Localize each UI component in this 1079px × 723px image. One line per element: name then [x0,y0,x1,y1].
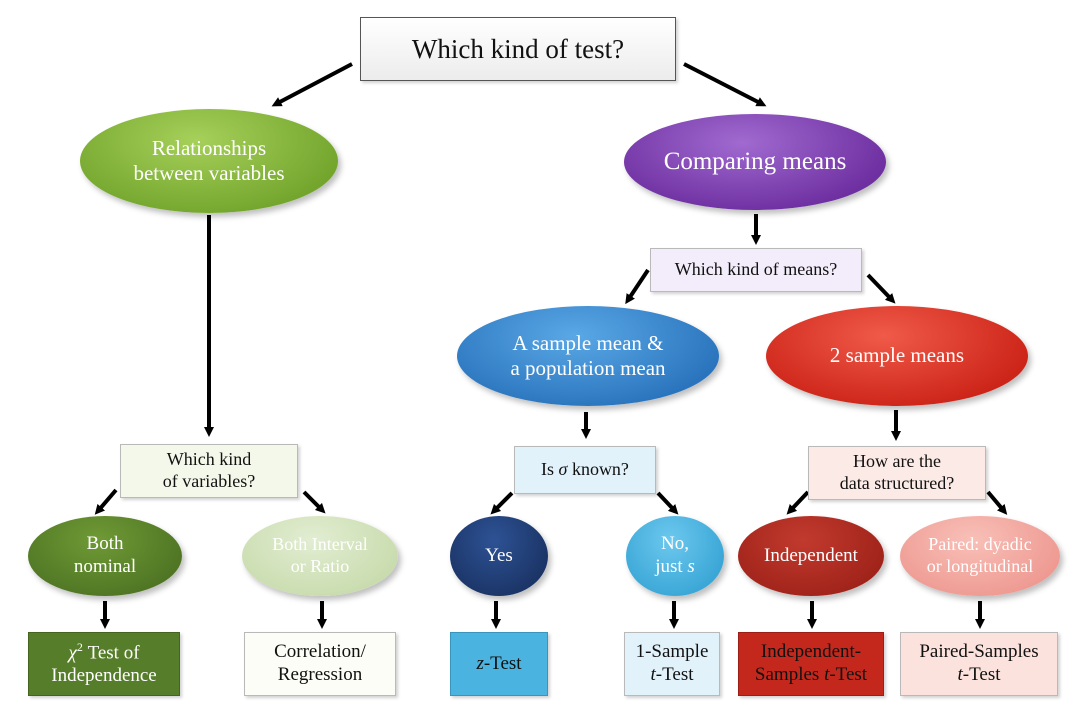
yes-label: Yes [485,544,513,566]
which-means-label: Which kind of means? [674,259,838,280]
independent-samples-t-test-box: Independent- Samples t-Test [738,632,884,696]
arrow-sigma-to-yes [490,491,514,515]
independent-samples-line1: Independent- [760,641,862,663]
both-interval-label: Both Interval or Ratio [272,534,368,576]
one-sample-line1: 1-Sample [635,641,709,663]
arrow-which-means-to-sample-population [625,268,650,305]
t-symbol: t [957,664,963,685]
both-interval-oval: Both Interval or Ratio [242,516,398,596]
root-question-box: Which kind of test? [360,17,676,81]
arrow-which-variables-to-interval [302,490,326,514]
independent-samples-line2: Samples t-Test [754,664,868,685]
one-sample-line2: t-Test [650,664,694,685]
arrow-sigma-to-no [656,491,679,515]
sample-population-oval: A sample mean & a population mean [457,306,719,406]
arrow-which-means-to-two-sample [866,273,896,304]
data-structured-box: How are the data structured? [808,446,986,500]
no-label: No, [661,533,689,555]
two-sample-means-oval: 2 sample means [766,306,1028,406]
correlation-regression-box: Correlation/ Regression [244,632,396,696]
no-just-s-oval: No, just s [626,516,724,596]
comparing-means-label: Comparing means [663,148,847,175]
z-test-box: z-Test [450,632,548,696]
root-question-label: Which kind of test? [411,33,625,64]
paired-samples-line2: t-Test [957,664,1001,685]
arrow-structured-to-independent [786,490,810,515]
relationships-label: Relationships between variables [133,135,285,185]
paired-samples-line1: Paired-Samples [919,641,1039,663]
one-sample-t-test-box: 1-Sample t-Test [624,632,720,696]
paired-label: Paired: dyadic or longitudinal [926,534,1034,576]
just-s-label: just s [655,556,695,577]
correlation-regression-label: Correlation/ Regression [274,641,366,685]
independent-label: Independent [764,544,858,566]
comparing-means-oval: Comparing means [624,114,886,210]
sigma-known-box: Is σ known? [514,446,656,494]
yes-oval: Yes [450,516,548,596]
s-symbol: s [687,556,695,577]
z-test-label: z-Test [476,652,522,674]
arrow-structured-to-paired [986,490,1008,515]
t-symbol: t [824,664,830,685]
chi-square-test-box: χ2 Test of Independence [28,632,180,696]
sigma-symbol: σ [558,459,568,480]
data-structured-label: How are the data structured? [839,451,955,493]
independent-oval: Independent [738,516,884,596]
which-means-box: Which kind of means? [650,248,862,292]
sample-population-label: A sample mean & a population mean [510,330,666,380]
chi-square-line2: Independence [51,665,157,687]
arrow-which-variables-to-nominal [94,488,118,515]
t-symbol: t [650,664,656,685]
two-sample-means-label: 2 sample means [829,343,965,368]
z-symbol: z [476,652,484,674]
chi-square-line1: χ2 Test of [68,640,140,664]
arrow-root-to-comparing [683,62,767,107]
both-nominal-label: Both nominal [73,533,137,577]
paired-oval: Paired: dyadic or longitudinal [900,516,1060,596]
paired-samples-t-test-box: Paired-Samples t-Test [900,632,1058,696]
relationships-oval: Relationships between variables [80,109,338,213]
which-variables-box: Which kind of variables? [120,444,298,498]
which-variables-label: Which kind of variables? [162,449,256,491]
sigma-known-label: Is σ known? [541,459,629,480]
arrow-root-to-relationships [271,62,353,107]
both-nominal-oval: Both nominal [28,516,182,596]
chi-symbol: χ [68,642,77,664]
